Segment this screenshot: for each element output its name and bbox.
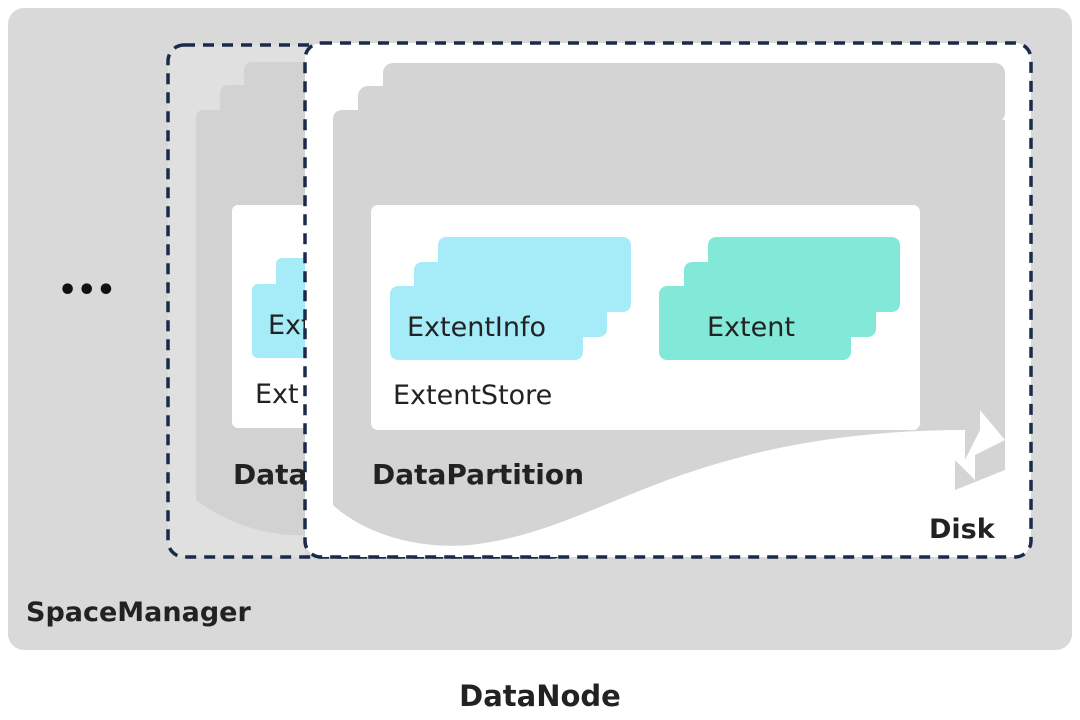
front-disk-group: ExtentInfo Extent ExtentStore DataPartit…: [305, 43, 1031, 557]
front-sheet-edge-2: [965, 120, 980, 460]
front-sheet-edge-3: [980, 120, 1005, 440]
back-partition-label: Data: [233, 458, 307, 491]
back-disk-group: Ext Ext Data: [168, 45, 312, 557]
back-extent-sheet-1: [252, 284, 305, 358]
extent-sheet-1: [659, 286, 851, 360]
extent-label: Extent: [707, 312, 795, 343]
space-manager-label: SpaceManager: [26, 597, 251, 628]
extent-store-label: ExtentStore: [393, 380, 552, 411]
data-node-label: DataNode: [459, 679, 621, 713]
more-disks-ellipsis: •••: [58, 273, 116, 308]
front-corner-notch: [955, 440, 1005, 490]
data-partition-label: DataPartition: [372, 458, 584, 491]
extent-info-sheet-1: [390, 286, 583, 360]
back-extent-label: Ext: [268, 310, 312, 341]
back-store-label: Ext: [255, 379, 299, 410]
disk-label: Disk: [929, 514, 996, 545]
extent-info-label: ExtentInfo: [407, 312, 546, 343]
front-disk-border: [303, 41, 1033, 559]
